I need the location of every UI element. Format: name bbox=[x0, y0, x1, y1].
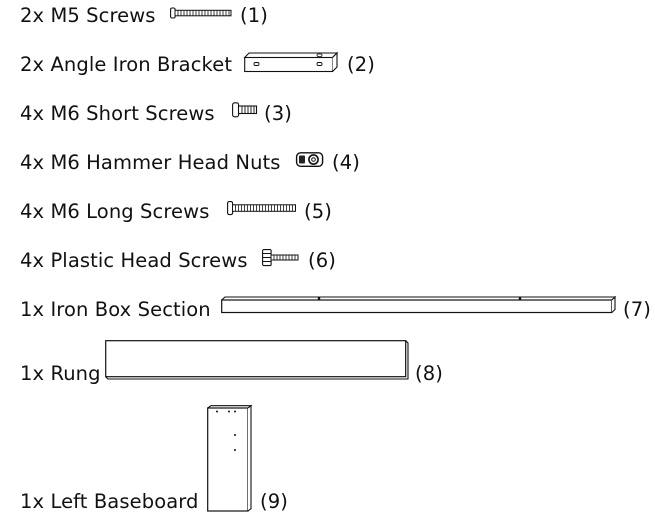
iron-box-section-icon bbox=[221, 295, 617, 316]
part-label: 4x M6 Hammer Head Nuts bbox=[20, 151, 281, 174]
left-baseboard-icon bbox=[207, 404, 253, 513]
m5-screw-icon bbox=[170, 7, 232, 19]
part-label: 1x Left Baseboard bbox=[20, 490, 199, 513]
part-label: 4x Plastic Head Screws bbox=[20, 249, 248, 272]
part-number: (7) bbox=[623, 298, 651, 321]
part-label: 4x M6 Long Screws bbox=[20, 200, 210, 223]
part-label: 1x Rung bbox=[20, 362, 101, 385]
part-label: 1x Iron Box Section bbox=[20, 298, 211, 321]
m6-short-screw-icon bbox=[232, 102, 258, 118]
part-number: (8) bbox=[415, 362, 443, 385]
plastic-head-screw-icon bbox=[262, 249, 300, 267]
part-label: 4x M6 Short Screws bbox=[20, 102, 215, 125]
part-number: (6) bbox=[308, 249, 336, 272]
part-number: (4) bbox=[332, 151, 360, 174]
angle-iron-bracket-icon bbox=[243, 51, 340, 74]
part-number: (9) bbox=[260, 490, 288, 513]
part-number: (5) bbox=[304, 200, 332, 223]
part-number: (2) bbox=[347, 53, 375, 76]
part-label: 2x M5 Screws bbox=[20, 4, 156, 27]
part-label: 2x Angle Iron Bracket bbox=[20, 53, 233, 76]
part-number: (1) bbox=[240, 4, 268, 27]
part-number: (3) bbox=[264, 102, 292, 125]
rung-icon bbox=[105, 340, 409, 380]
hammer-head-nut-icon bbox=[295, 152, 324, 168]
m6-long-screw-icon bbox=[227, 201, 297, 216]
